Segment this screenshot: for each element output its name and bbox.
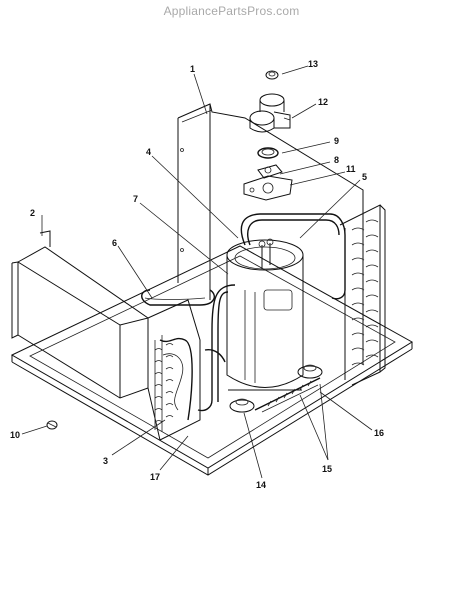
leader-lines: [21, 65, 373, 479]
callout-1: 1: [190, 64, 195, 74]
compressor-mounts: [229, 364, 323, 413]
gasket-9: [257, 147, 279, 159]
compressor: [226, 238, 304, 391]
callout-15: 15: [322, 464, 332, 474]
callout-3: 3: [103, 456, 108, 466]
callout-11: 11: [346, 164, 356, 174]
nut-13: [265, 70, 279, 80]
site-watermark: AppliancePartsPros.com: [163, 4, 300, 18]
callout-6: 6: [112, 238, 117, 248]
base-pan: [10, 245, 413, 476]
refrigerant-tubing: [141, 213, 346, 412]
callout-13: 13: [308, 59, 318, 69]
screw-10: [46, 420, 58, 430]
callout-17: 17: [150, 472, 160, 482]
overload-8: [257, 164, 283, 179]
evaporator-coil: [339, 204, 386, 386]
callout-16: 16: [374, 428, 384, 438]
callout-4: 4: [146, 147, 151, 157]
bracket-11: [243, 175, 293, 201]
callout-10: 10: [10, 430, 20, 440]
callout-2: 2: [30, 208, 35, 218]
condenser-coil: [11, 230, 201, 441]
callout-9: 9: [334, 136, 339, 146]
terminal-cover-12: [249, 93, 291, 133]
callout-5: 5: [362, 172, 367, 182]
callout-12: 12: [318, 97, 328, 107]
callout-14: 14: [256, 480, 266, 490]
callout-7: 7: [133, 194, 138, 204]
callout-8: 8: [334, 155, 339, 165]
